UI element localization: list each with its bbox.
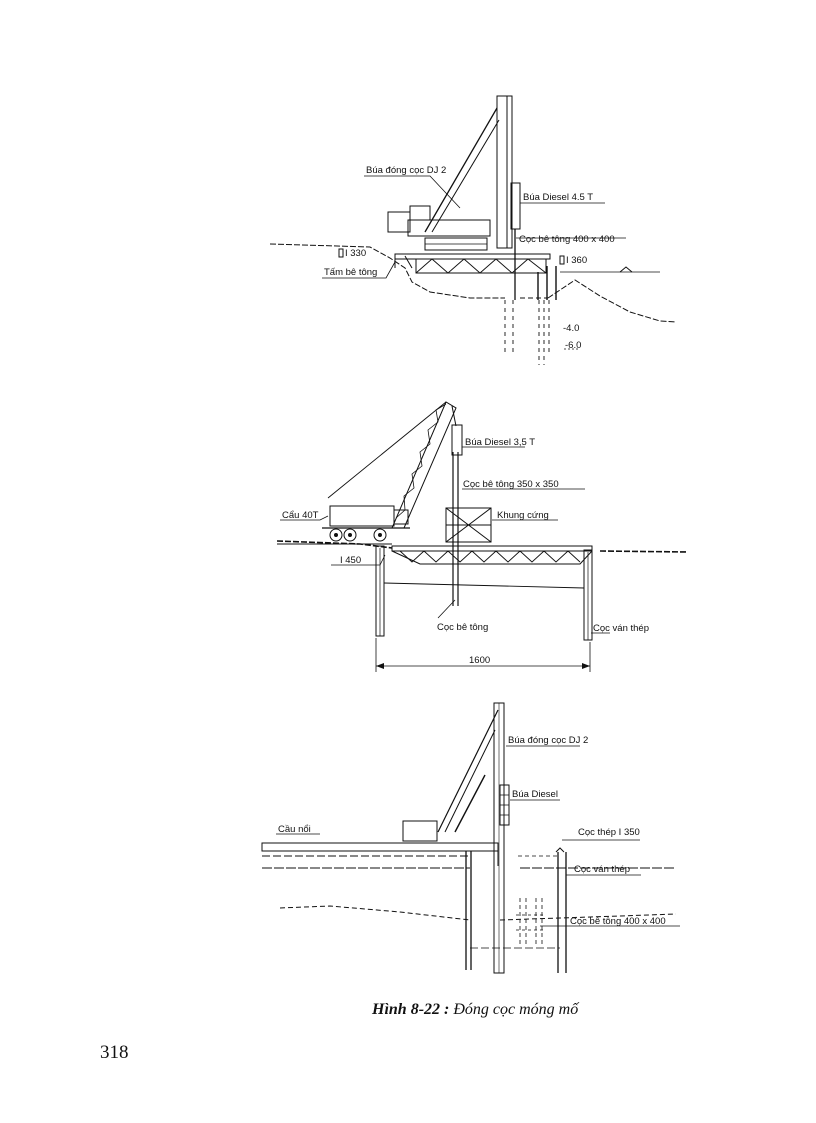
label-middle-diesel-hammer: Búa Diesel 3,5 T [465, 437, 535, 448]
figure-bottom: Búa đóng cọc DJ 2 Búa Diesel Cầu nổi Cọc… [261, 702, 680, 974]
wheel-icon [329, 528, 343, 542]
caption-label: Hình 8-22 : [372, 1001, 450, 1018]
top-platform-truss [415, 258, 547, 274]
label-middle-beam: I 450 [340, 555, 361, 566]
label-bottom-sheet-pile: Cọc ván thép [574, 864, 630, 875]
label-top-concrete-pile: Cọc bê tông 400 x 400 [519, 234, 615, 245]
middle-deck [391, 545, 593, 552]
bottom-floating-bridge [261, 842, 499, 852]
label-top-diesel-hammer: Búa Diesel 4.5 T [523, 192, 593, 203]
figure-top: Búa đóng cọc DJ 2 Búa Diesel 4.5 T Cọc b… [269, 95, 677, 365]
label-top-hammer-dj2: Búa đóng cọc DJ 2 [366, 165, 446, 176]
label-bottom-concrete-pile: Cọc bê tông 400 x 400 [570, 916, 666, 927]
top-leader-mast [496, 95, 508, 249]
figure-caption: Hình 8-22 : Đóng cọc móng mố [372, 1001, 578, 1019]
top-counterweight [387, 211, 411, 233]
middle-tie-beam [383, 582, 585, 589]
middle-ground-right [599, 550, 689, 553]
label-middle-span: 1600 [469, 655, 490, 666]
top-pile-dashes [504, 300, 550, 365]
label-middle-concrete-pile: Cọc bê tông 350 x 350 [463, 479, 559, 490]
bottom-river-bed [279, 905, 471, 921]
top-platform-deck [394, 253, 551, 260]
label-top-concrete-slab: Tấm bê tông [324, 267, 377, 278]
label-bottom-floating-bridge: Cầu nổi [278, 824, 311, 835]
label-bottom-hammer-dj2: Búa đóng cọc DJ 2 [508, 735, 588, 746]
label-middle-crane: Cẩu 40T [282, 510, 319, 521]
label-top-level-2: -6.0 [565, 340, 581, 351]
top-ground-right [547, 279, 677, 323]
middle-diesel-hammer [451, 424, 463, 456]
label-middle-concrete-pile-bottom: Cọc bê tông [437, 622, 488, 633]
figure-middle: Búa Diesel 3,5 T Cọc bê tông 350 x 350 K… [276, 401, 689, 672]
water-level-icon [619, 266, 633, 273]
label-top-beam-left: I 330 [345, 248, 366, 259]
label-middle-rigid-frame: Khung cứng [497, 510, 549, 521]
wheel-icon [343, 528, 357, 542]
pile-driving-figures: Búa đóng cọc DJ 2 Búa Diesel 4.5 T Cọc b… [261, 95, 689, 974]
wheel-icon [373, 528, 387, 542]
top-cab-window [409, 205, 431, 221]
bottom-concrete-pile-dashes [519, 898, 543, 946]
middle-crane-truck-body [329, 505, 395, 527]
top-ground-left [269, 243, 505, 299]
label-bottom-diesel-hammer: Búa Diesel [512, 789, 558, 800]
middle-lattice-boom [391, 401, 457, 529]
bottom-cab [402, 820, 438, 842]
label-top-level-1: -4.0 [563, 323, 579, 334]
top-cab [407, 219, 491, 237]
label-bottom-steel-pile: Cọc thép I 350 [578, 827, 640, 838]
label-top-beam-right: I 360 [566, 255, 587, 266]
label-middle-sheet-pile: Cọc ván thép [593, 623, 649, 634]
middle-truss-chord [391, 550, 593, 565]
caption-text: Đóng cọc móng mố [453, 1001, 579, 1018]
page-number: 318 [100, 1042, 129, 1063]
